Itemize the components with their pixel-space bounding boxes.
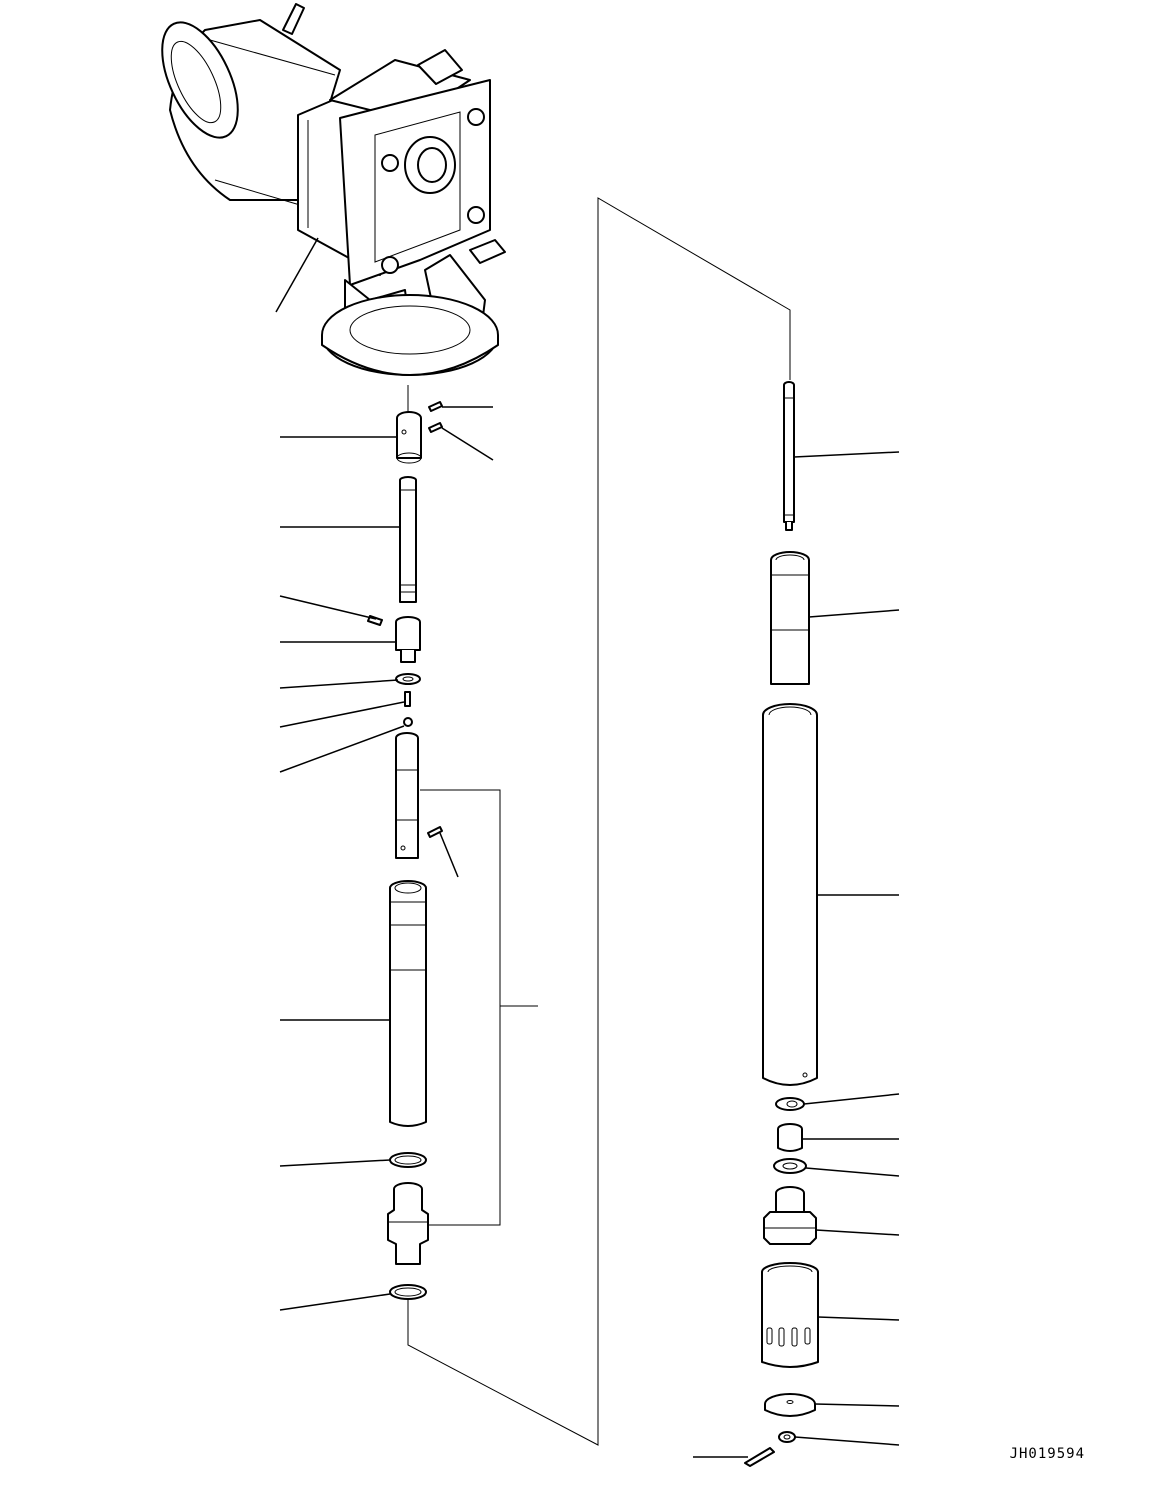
coupling-upper <box>396 411 422 464</box>
hex-fitting <box>763 1186 817 1245</box>
inner-sleeve <box>770 551 810 685</box>
coupling-lower <box>395 616 421 663</box>
bushing-left <box>387 1182 429 1265</box>
outer-tube-right <box>762 703 818 1086</box>
motor-gearbox-assembly <box>161 3 506 376</box>
leader-lines <box>275 237 900 1458</box>
drive-shaft-upper <box>399 476 417 603</box>
strainer <box>761 1262 819 1368</box>
rod <box>783 381 795 531</box>
left-column-parts <box>367 197 791 1446</box>
drawing-reference-code: JH019594 <box>1009 1446 1085 1462</box>
spring-pin-pair <box>428 401 443 433</box>
spline-shaft <box>395 732 419 859</box>
right-column-parts <box>744 381 819 1467</box>
outer-tube-left <box>389 880 427 1127</box>
